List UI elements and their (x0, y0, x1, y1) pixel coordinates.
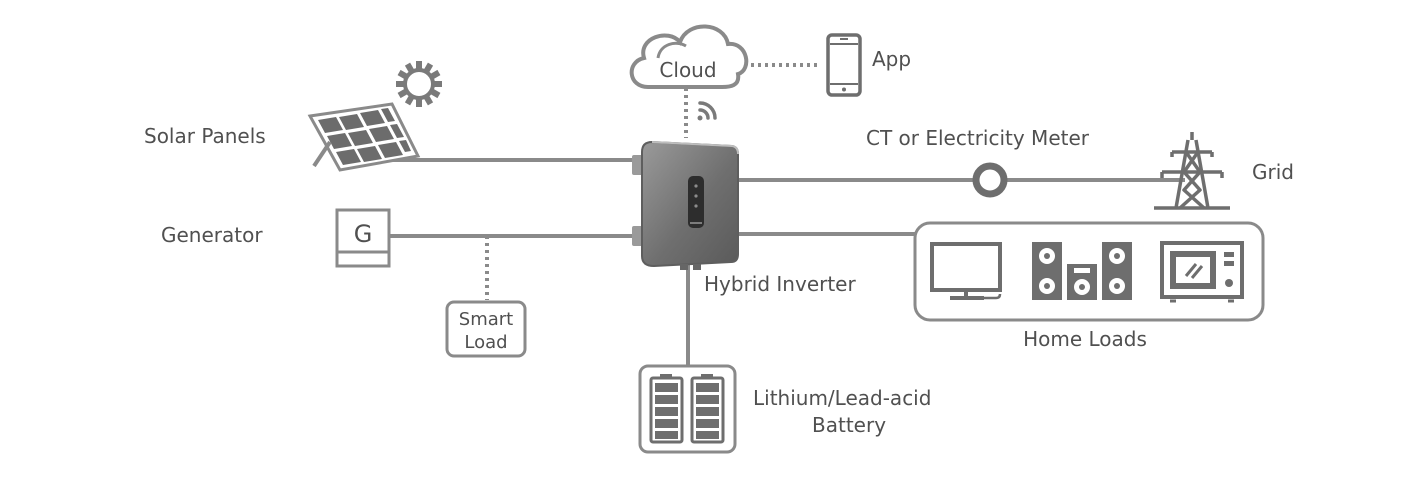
dotted-links (485, 63, 820, 300)
battery-icon (649, 374, 725, 444)
solar-panels-label: Solar Panels (144, 124, 266, 148)
home-loads-label: Home Loads (1023, 327, 1147, 351)
phone-icon (826, 33, 862, 97)
smart-load-box: Smart Load (445, 300, 527, 358)
ct-meter-icon (972, 162, 1008, 198)
smart-load-label-line1: Smart (459, 309, 513, 330)
hybrid-inverter-icon (632, 140, 739, 270)
wifi-icon (697, 101, 717, 121)
generator-label: Generator (161, 223, 263, 247)
generator-icon: G (335, 208, 391, 268)
cloud-label: Cloud (659, 58, 716, 82)
grid-tower-icon (1154, 132, 1230, 210)
smart-load-label-line2: Load (464, 332, 507, 353)
hybrid-inverter-label: Hybrid Inverter (704, 272, 856, 296)
battery-label-line2: Battery (812, 413, 886, 437)
stereo-icon (1032, 242, 1132, 300)
cloud-icon: Cloud (629, 24, 749, 89)
connection-lines (390, 158, 1185, 366)
solar-panel-icon (307, 102, 421, 172)
grid-label: Grid (1252, 160, 1294, 184)
microwave-icon (1160, 241, 1244, 303)
ct-meter-label: CT or Electricity Meter (866, 126, 1090, 150)
sun-icon (396, 61, 442, 107)
app-label: App (872, 47, 911, 71)
generator-letter: G (354, 220, 373, 248)
tv-icon (930, 242, 1002, 300)
battery-label-line1: Lithium/Lead-acid (753, 386, 931, 410)
